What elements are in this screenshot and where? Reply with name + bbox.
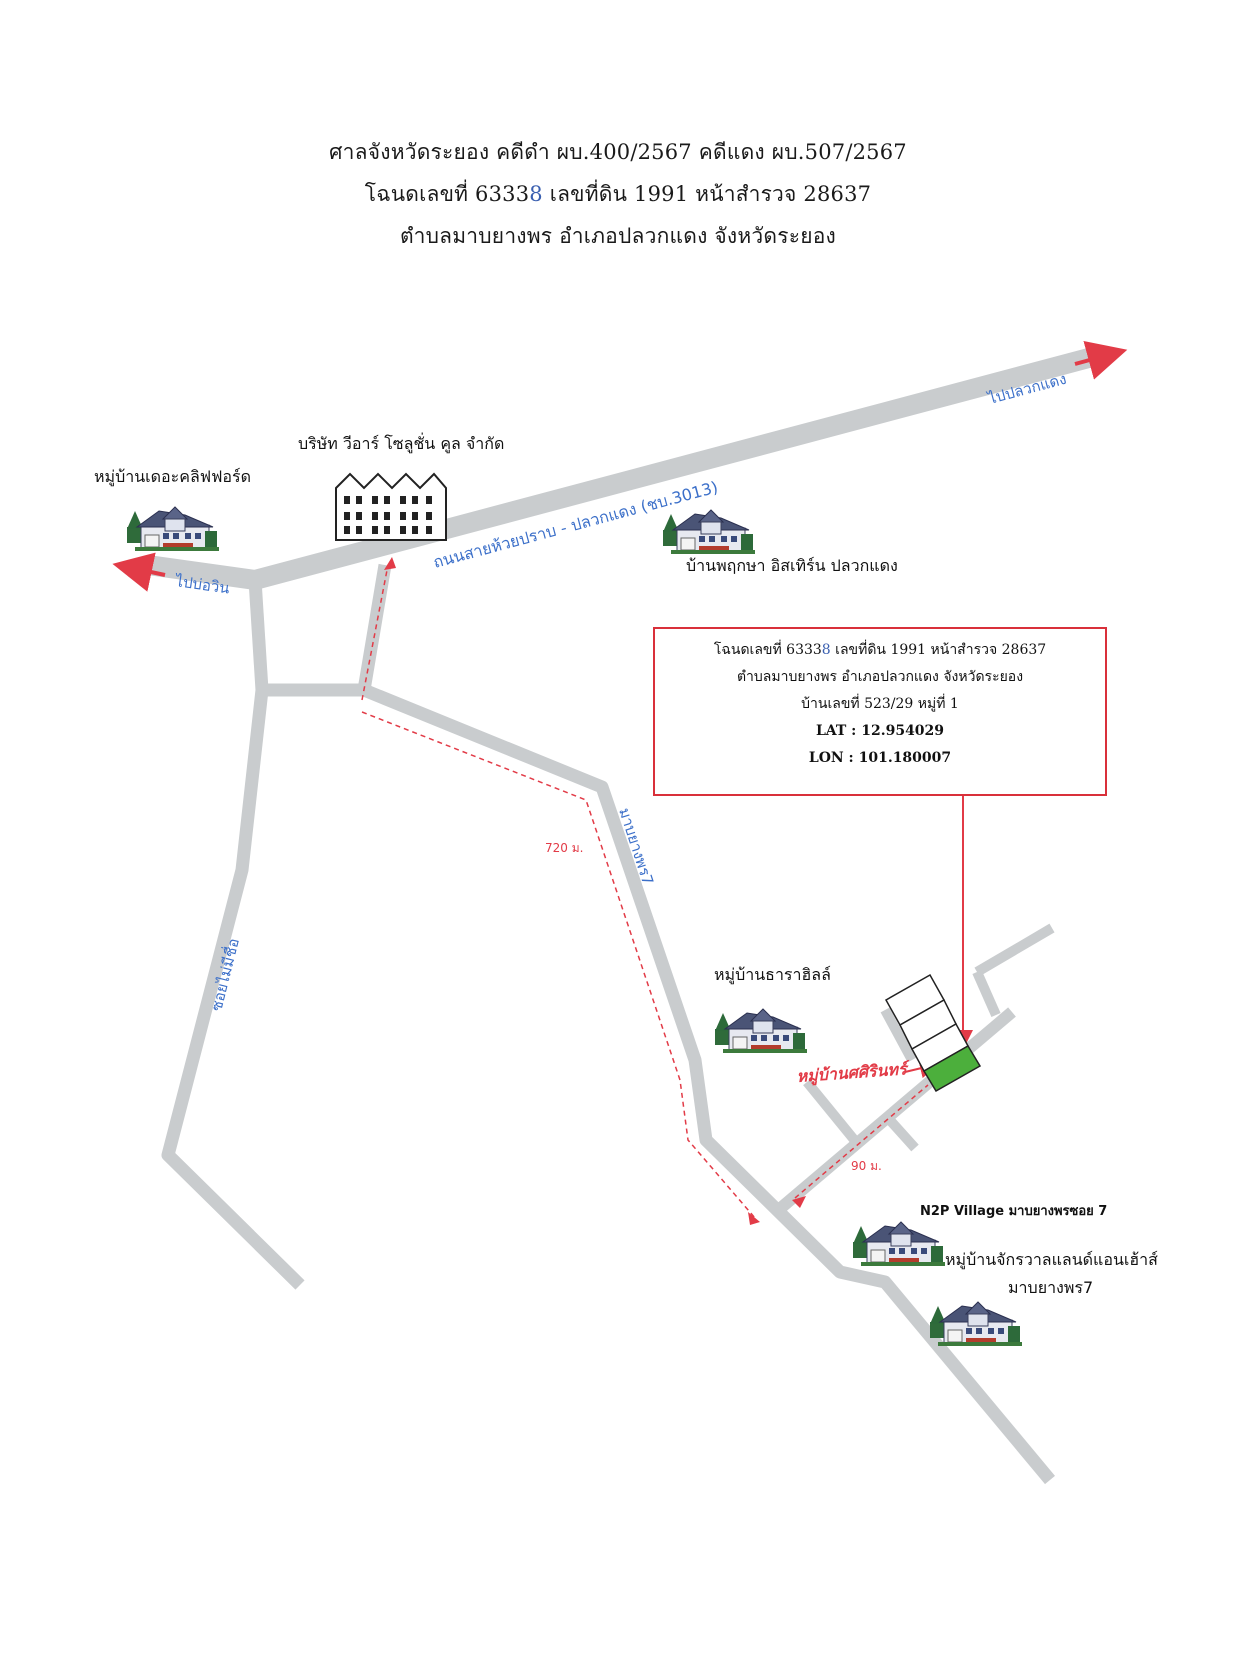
house-n2p-icon	[852, 1221, 946, 1267]
unnamed-soi	[161, 689, 305, 1290]
house-jakrawan-icon	[929, 1301, 1023, 1347]
arrow-to-bo-win-icon	[112, 552, 166, 592]
branch-stub-vertical	[972, 969, 1001, 1018]
branch-road	[778, 1007, 1016, 1212]
label-tara: หมู่บ้านธาราฮิลล์	[714, 965, 831, 984]
route-dashed	[361, 564, 929, 1219]
info-lat: LAT : 12.954029	[815, 723, 945, 739]
info-deed-suffix: เลขที่ดิน 1991 หน้าสำรวจ 28637	[830, 642, 1047, 658]
main-road-3013	[146, 345, 1103, 590]
road-network	[146, 345, 1103, 1485]
branch-stub-se	[884, 1114, 919, 1152]
route-arrowhead-branch-icon	[792, 1196, 806, 1208]
info-lon: LON : 101.180007	[808, 750, 952, 766]
arrow-to-pluak-daeng-icon	[1074, 340, 1128, 380]
label-jakrawan-2: มาบยางพร7	[1008, 1278, 1094, 1297]
info-line-3: บ้านเลขที่ 523/29 หมู่ที่ 1	[801, 696, 959, 712]
branch-stub-sw	[803, 1078, 860, 1146]
route-arrowhead-end-icon	[748, 1212, 760, 1225]
apartment-building-icon	[335, 472, 447, 541]
info-line-2: ตำบลมาบยางพร อำเภอปลวกแดง จังหวัดระยอง	[736, 669, 1024, 685]
branch-stub-upper	[974, 923, 1055, 977]
house-cliffford-icon	[126, 506, 220, 552]
route-segment-main	[361, 564, 389, 701]
distance-90: 90 ม.	[851, 1159, 882, 1173]
info-deed-prefix: โฉนดเลขที่ 6333	[713, 642, 822, 658]
parcel-target	[922, 1044, 982, 1093]
label-company: บริษัท วีอาร์ โซลูชั่น คูล จำกัด	[298, 434, 505, 453]
label-n2p: N2P Village มาบยางพรซอย 7	[920, 1204, 1108, 1219]
title-deed-handwritten-digit: 8	[529, 182, 543, 206]
map-yang-phon-7	[361, 683, 1055, 1485]
title-deed-suffix: เลขที่ดิน 1991 หน้าสำรวจ 28637	[542, 182, 872, 206]
title-line-1: ศาลจังหวัดระยอง คดีดำ ผบ.400/2567 คดีแดง…	[0, 136, 1236, 169]
house-tara-icon	[714, 1008, 808, 1054]
info-line-1: โฉนดเลขที่ 63338 เลขที่ดิน 1991 หน้าสำรว…	[655, 637, 1105, 664]
parcel-info-box: โฉนดเลขที่ 63338 เลขที่ดิน 1991 หน้าสำรว…	[653, 627, 1107, 796]
land-parcels	[884, 973, 982, 1093]
title-line-2: โฉนดเลขที่ 63338 เลขที่ดิน 1991 หน้าสำรว…	[0, 178, 1236, 211]
house-eastern-icon	[662, 509, 756, 555]
route-segment-soi	[361, 711, 756, 1219]
sirin-village-label: หมู่บ้านศศิรินทร์	[796, 1059, 911, 1087]
label-jakrawan-1: หมู่บ้านจักรวาลแลนด์แอนเฮ้าส์	[945, 1250, 1158, 1269]
distance-720: 720 ม.	[545, 841, 583, 855]
title-line-3: ตำบลมาบยางพร อำเภอปลวกแดง จังหวัดระยอง	[0, 220, 1236, 253]
title-text-3: ตำบลมาบยางพร อำเภอปลวกแดง จังหวัดระยอง	[400, 224, 836, 248]
branch-stub-left	[880, 1007, 917, 1063]
info-deed-handwritten-digit: 8	[821, 642, 831, 658]
title-deed-prefix: โฉนดเลขที่ 6333	[364, 182, 530, 206]
route-segment-branch	[794, 1084, 929, 1199]
label-eastern: บ้านพฤกษา อิสเทิร์น ปลวกแดง	[686, 556, 898, 575]
label-cliffford: หมู่บ้านเดอะคลิฟฟอร์ด	[94, 467, 251, 486]
title-text-1: ศาลจังหวัดระยอง คดีดำ ผบ.400/2567 คดีแดง…	[329, 140, 907, 164]
route-arrowhead-main-icon	[384, 557, 396, 570]
left-loop-west	[248, 579, 269, 691]
